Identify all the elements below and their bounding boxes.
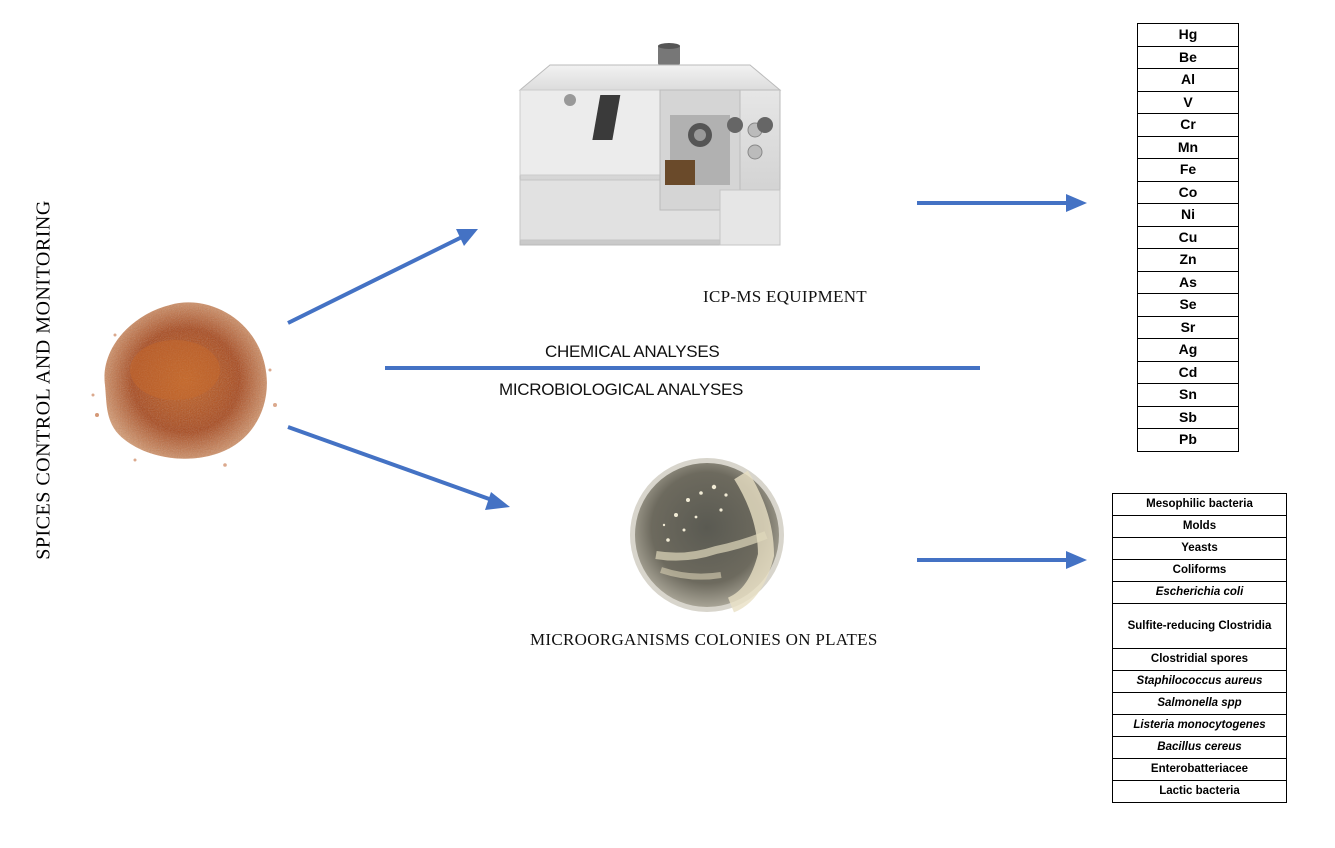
element-cell: Ag [1137, 338, 1239, 362]
table-row: Staphilococcus aureus [1112, 670, 1287, 693]
icp-ms-equipment-image [518, 43, 782, 246]
microorganism-cell: Clostridial spores [1112, 648, 1287, 671]
table-row: Mn [1137, 135, 1239, 159]
table-row: Al [1137, 68, 1239, 92]
petri-dish-image [630, 458, 784, 613]
table-row: Yeasts [1112, 537, 1287, 560]
table-row: Sb [1137, 405, 1239, 429]
table-row: Zn [1137, 248, 1239, 272]
element-cell: Hg [1137, 23, 1239, 47]
element-cell: Cu [1137, 225, 1239, 249]
element-cell: Sn [1137, 383, 1239, 407]
table-row: Cu [1137, 225, 1239, 249]
arrow-to-petri-dish [287, 425, 510, 510]
microorganism-cell: Lactic bacteria [1112, 780, 1287, 803]
microorganism-cell: Molds [1112, 515, 1287, 538]
table-row: Coliforms [1112, 559, 1287, 582]
table-row: Be [1137, 45, 1239, 69]
element-cell: V [1137, 90, 1239, 114]
element-cell: Be [1137, 45, 1239, 69]
elements-table: Hg Be Al V Cr Mn Fe Co Ni Cu Zn As Se Sr… [1137, 23, 1239, 452]
table-row: Mesophilic bacteria [1112, 493, 1287, 516]
table-row: Ag [1137, 338, 1239, 362]
table-row: Escherichia coli [1112, 581, 1287, 604]
microorganism-cell: Coliforms [1112, 559, 1287, 582]
arrow-to-icp-ms [287, 229, 478, 325]
table-row: Sn [1137, 383, 1239, 407]
microorganism-cell: Bacillus cereus [1112, 736, 1287, 759]
element-cell: Zn [1137, 248, 1239, 272]
microorganism-cell: Staphilococcus aureus [1112, 670, 1287, 693]
table-row: Sulfite-reducing Clostridia [1112, 603, 1287, 649]
spice-powder-image [91, 302, 277, 467]
table-row: Pb [1137, 428, 1239, 452]
table-row: Listeria monocytogenes [1112, 714, 1287, 737]
microorganism-cell: Sulfite-reducing Clostridia [1112, 603, 1287, 649]
table-row: Hg [1137, 23, 1239, 47]
microorganism-cell: Mesophilic bacteria [1112, 493, 1287, 516]
microorganism-cell: Listeria monocytogenes [1112, 714, 1287, 737]
microorganisms-table: Mesophilic bacteria Molds Yeasts Colifor… [1112, 493, 1287, 803]
table-row: Cd [1137, 360, 1239, 384]
microorganisms-plates-label: MICROORGANISMS COLONIES ON PLATES [530, 630, 878, 649]
microorganism-cell: Enterobatteriacee [1112, 758, 1287, 781]
element-cell: Cd [1137, 360, 1239, 384]
element-cell: As [1137, 270, 1239, 294]
icp-ms-label: ICP-MS EQUIPMENT [703, 287, 867, 306]
table-row: Clostridial spores [1112, 648, 1287, 671]
table-row: Ni [1137, 203, 1239, 227]
arrow-to-microorganisms-table [917, 551, 1087, 569]
table-row: Se [1137, 293, 1239, 317]
arrow-to-elements-table [917, 194, 1087, 212]
element-cell: Al [1137, 68, 1239, 92]
microorganism-cell: Salmonella spp [1112, 692, 1287, 715]
element-cell: Co [1137, 180, 1239, 204]
table-row: Sr [1137, 315, 1239, 339]
element-cell: Mn [1137, 135, 1239, 159]
microorganism-cell: Escherichia coli [1112, 581, 1287, 604]
element-cell: Ni [1137, 203, 1239, 227]
table-row: Cr [1137, 113, 1239, 137]
table-row: As [1137, 270, 1239, 294]
table-row: V [1137, 90, 1239, 114]
chemical-analyses-label: CHEMICAL ANALYSES [545, 342, 720, 361]
table-row: Bacillus cereus [1112, 736, 1287, 759]
table-row: Lactic bacteria [1112, 780, 1287, 803]
element-cell: Pb [1137, 428, 1239, 452]
table-row: Fe [1137, 158, 1239, 182]
analyses-divider-line [385, 366, 980, 370]
element-cell: Cr [1137, 113, 1239, 137]
element-cell: Sr [1137, 315, 1239, 339]
table-row: Co [1137, 180, 1239, 204]
table-row: Salmonella spp [1112, 692, 1287, 715]
element-cell: Se [1137, 293, 1239, 317]
element-cell: Sb [1137, 405, 1239, 429]
table-row: Enterobatteriacee [1112, 758, 1287, 781]
microorganism-cell: Yeasts [1112, 537, 1287, 560]
table-row: Molds [1112, 515, 1287, 538]
element-cell: Fe [1137, 158, 1239, 182]
microbiological-analyses-label: MICROBIOLOGICAL ANALYSES [499, 380, 744, 399]
